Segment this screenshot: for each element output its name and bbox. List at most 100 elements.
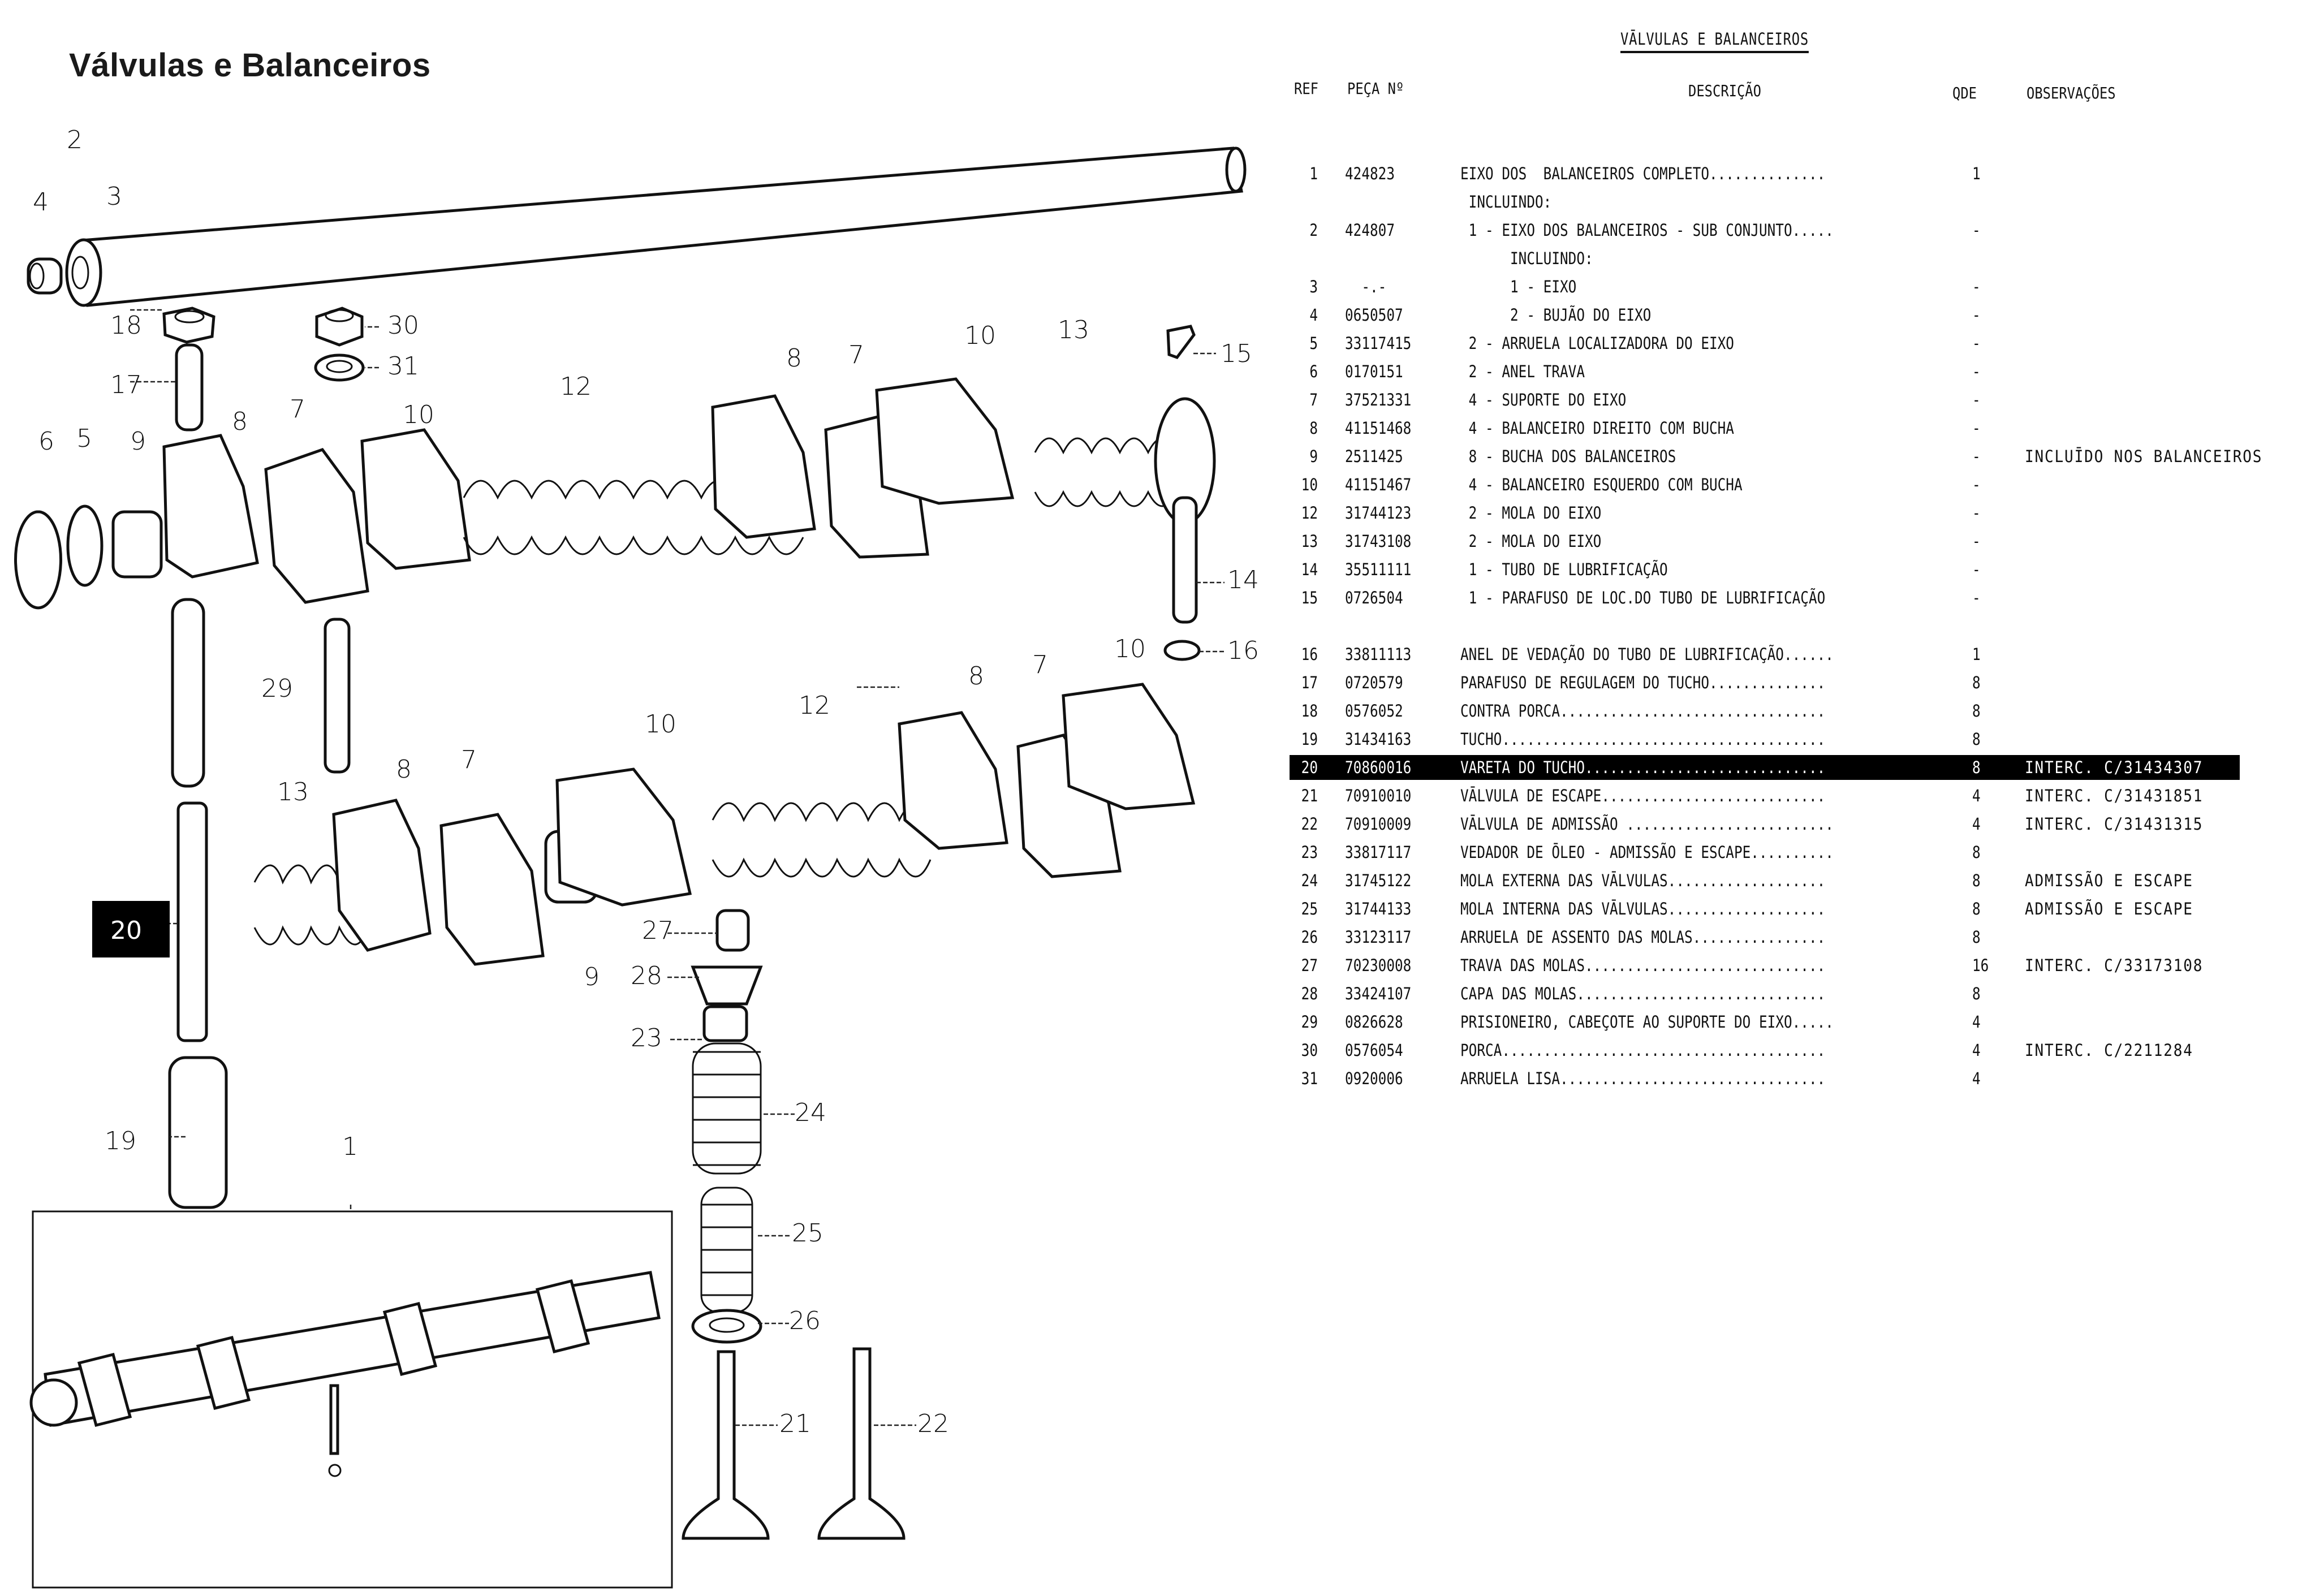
cell-notes: ADMISSÃO E ESCAPE [2025, 899, 2193, 918]
cell-qty: 8 [1972, 871, 1981, 890]
table-row: INCLUINDO: [1290, 246, 2240, 271]
cell-part-no: 70910009 [1345, 814, 1412, 834]
cell-part-no: -.- [1345, 277, 1387, 296]
callout-26: 26 [789, 1306, 821, 1335]
cell-ref: 12 [1301, 503, 1318, 523]
cell-qty: - [1972, 447, 1981, 466]
upper-rocker-row-drawing [14, 325, 1216, 661]
nut-18-drawing [162, 307, 215, 344]
nut-30-drawing [315, 307, 364, 347]
cell-ref: 29 [1301, 1012, 1318, 1032]
cell-qty: 8 [1972, 843, 1981, 862]
cell-description: MOLA INTERNA DAS VĀLVULAS...............… [1460, 899, 1826, 918]
callout-27: 27 [642, 916, 674, 945]
page-title: Válvulas e Balanceiros [69, 47, 431, 84]
cell-part-no: 70230008 [1345, 956, 1412, 975]
cell-description: 4 - BALANCEIRO DIREITO COM BUCHA [1460, 419, 1734, 438]
cell-qty: 8 [1972, 673, 1981, 692]
cell-description: 2 - MOLA DO EIXO [1460, 503, 1602, 523]
cell-description: PRISIONEIRO, CABEÇOTE AO SUPORTE DO EIXO… [1460, 1012, 1834, 1032]
cell-part-no: 35511111 [1345, 560, 1412, 579]
callout-30: 30 [387, 311, 419, 340]
column-header-description: DESCRIÇÃO [1688, 81, 1761, 100]
callout-1: 1 [342, 1132, 358, 1161]
cell-qty: - [1972, 419, 1981, 438]
cell-description: VĀLVULA DE ESCAPE.......................… [1460, 786, 1826, 805]
cell-part-no: 424823 [1345, 164, 1395, 183]
cell-notes: INTERC. C/31431315 [2025, 814, 2204, 834]
column-header-ref: REF [1294, 79, 1318, 98]
cell-part-no: 41151467 [1345, 475, 1412, 494]
cell-qty: - [1972, 560, 1981, 579]
callout-8-lower-right: 8 [968, 662, 984, 691]
cell-description: 1 - TUBO DE LUBRIFICAÇÃO [1460, 560, 1668, 579]
cell-notes: INTERC. C/31434307 [2025, 758, 2204, 777]
table-row: 21 70910010 VĀLVULA DE ESCAPE.............… [1290, 783, 2240, 808]
cell-part-no: 0576052 [1345, 701, 1403, 721]
callout-23: 23 [631, 1024, 662, 1053]
cell-part-no: 31744133 [1345, 899, 1412, 918]
cell-description: 2 - MOLA DO EIXO [1460, 532, 1602, 551]
cell-qty: - [1972, 277, 1981, 296]
cell-qty: 4 [1972, 786, 1981, 805]
callout-16: 16 [1227, 636, 1259, 665]
cell-part-no: 70910010 [1345, 786, 1412, 805]
cell-ref: 13 [1301, 532, 1318, 551]
callout-7-upper-right: 7 [848, 340, 864, 369]
cell-ref: 26 [1301, 928, 1318, 947]
cell-description: TRAVA DAS MOLAS.........................… [1460, 956, 1826, 975]
cell-ref: 10 [1301, 475, 1318, 494]
cell-description: 2 - ANEL TRAVA [1460, 362, 1585, 381]
cell-ref: 1 [1309, 164, 1318, 183]
callout-20-highlight [92, 901, 170, 957]
cell-qty: - [1972, 221, 1981, 240]
callout-2: 2 [67, 126, 83, 154]
callout-7-lower-left: 7 [461, 745, 477, 774]
cell-part-no: 2511425 [1345, 447, 1403, 466]
cell-qty: 4 [1972, 1012, 1981, 1032]
callout-15: 15 [1221, 339, 1252, 368]
cell-qty: 16 [1972, 956, 1989, 975]
cell-ref: 5 [1309, 334, 1318, 353]
cell-ref: 8 [1309, 419, 1318, 438]
callout-10-ring: 10 [1114, 635, 1146, 663]
cell-qty: - [1972, 305, 1981, 325]
cell-qty: - [1972, 362, 1981, 381]
cell-ref: 21 [1301, 786, 1318, 805]
cell-notes: ADMISSÃO E ESCAPE [2025, 871, 2193, 890]
cell-ref: 4 [1309, 305, 1318, 325]
callout-10-upper-right: 10 [964, 321, 996, 350]
callout-19: 19 [105, 1127, 136, 1155]
stud-29-drawing [324, 618, 351, 774]
cell-ref: 6 [1309, 362, 1318, 381]
cell-ref: 23 [1301, 843, 1318, 862]
callout-labels: 2 4 3 18 30 17 31 6 5 9 8 7 10 12 8 7 10… [33, 126, 1259, 1438]
callout-29: 29 [261, 674, 293, 703]
callout-13-lower: 13 [277, 778, 309, 806]
cell-qty: 8 [1972, 899, 1981, 918]
callout-12-upper: 12 [560, 372, 592, 401]
cell-description: 1 - EIXO DOS BALANCEIROS - SUB CONJUNTO.… [1460, 221, 1834, 240]
cell-notes: INTERC. C/2211284 [2025, 1041, 2193, 1060]
cell-notes: INTERC. C/33173108 [2025, 956, 2204, 975]
callout-31: 31 [387, 352, 419, 381]
cell-description: VARETA DO TUCHO.........................… [1460, 758, 1826, 777]
rocker-shaft-drawing [27, 146, 1247, 307]
callout-25: 25 [792, 1219, 823, 1248]
cell-part-no: 31434163 [1345, 730, 1412, 749]
cell-description: 1 - PARAFUSO DE LOC.DO TUBO DE LUBRIFICA… [1460, 588, 1826, 607]
cell-part-no: 0726504 [1345, 588, 1403, 607]
cell-part-no: 31744123 [1345, 503, 1412, 523]
pushrod-20-drawing [176, 801, 208, 1042]
callout-21: 21 [779, 1409, 811, 1438]
cell-description: 4 - SUPORTE DO EIXO [1460, 390, 1627, 409]
cell-qty: 1 [1972, 645, 1981, 664]
callout-9-upper: 9 [130, 427, 146, 456]
